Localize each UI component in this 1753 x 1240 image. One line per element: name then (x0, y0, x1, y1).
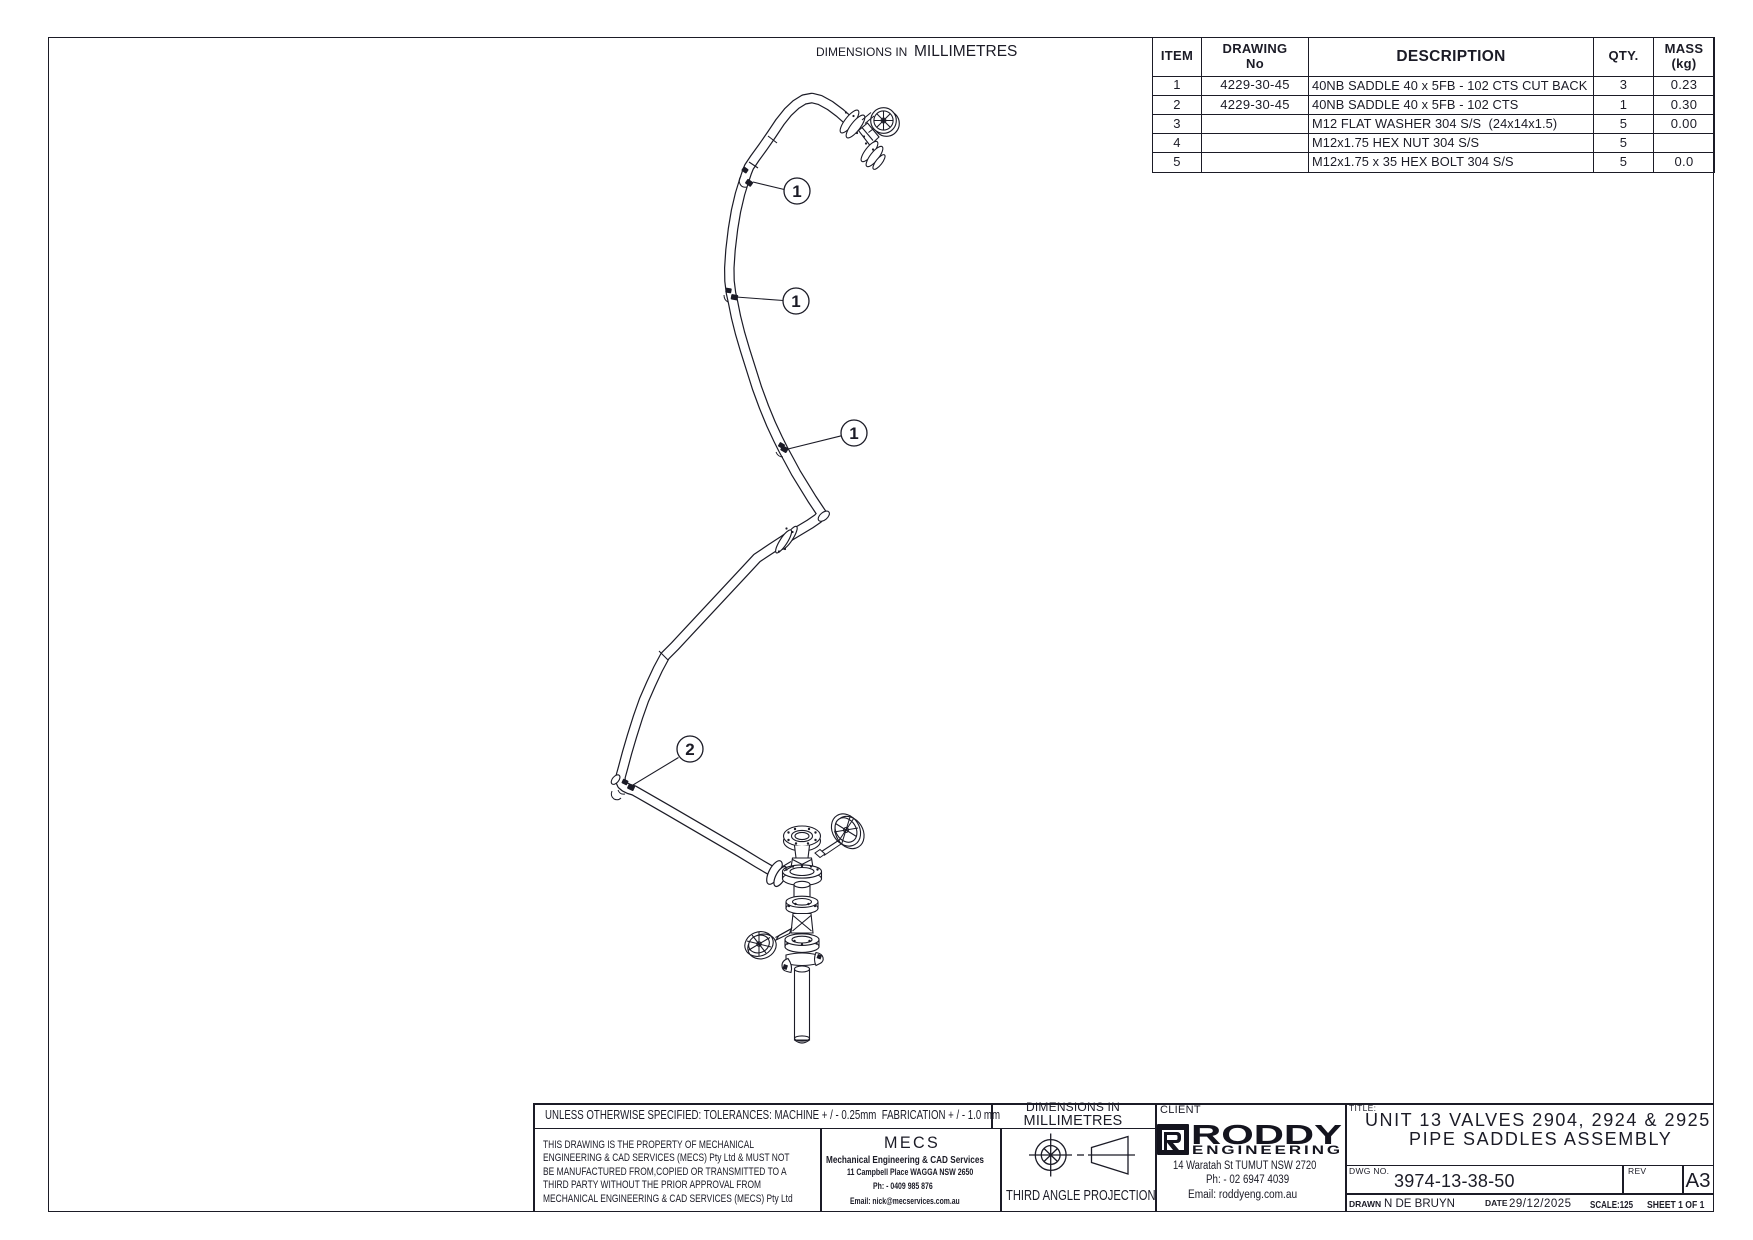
svg-text:RODDY: RODDY (1191, 1119, 1342, 1150)
svg-text:1: 1 (792, 182, 801, 201)
svg-text:ENGINEERING: ENGINEERING (1192, 1145, 1343, 1157)
svg-text:1: 1 (791, 292, 800, 311)
svg-text:2: 2 (685, 740, 694, 759)
svg-text:1: 1 (849, 424, 858, 443)
